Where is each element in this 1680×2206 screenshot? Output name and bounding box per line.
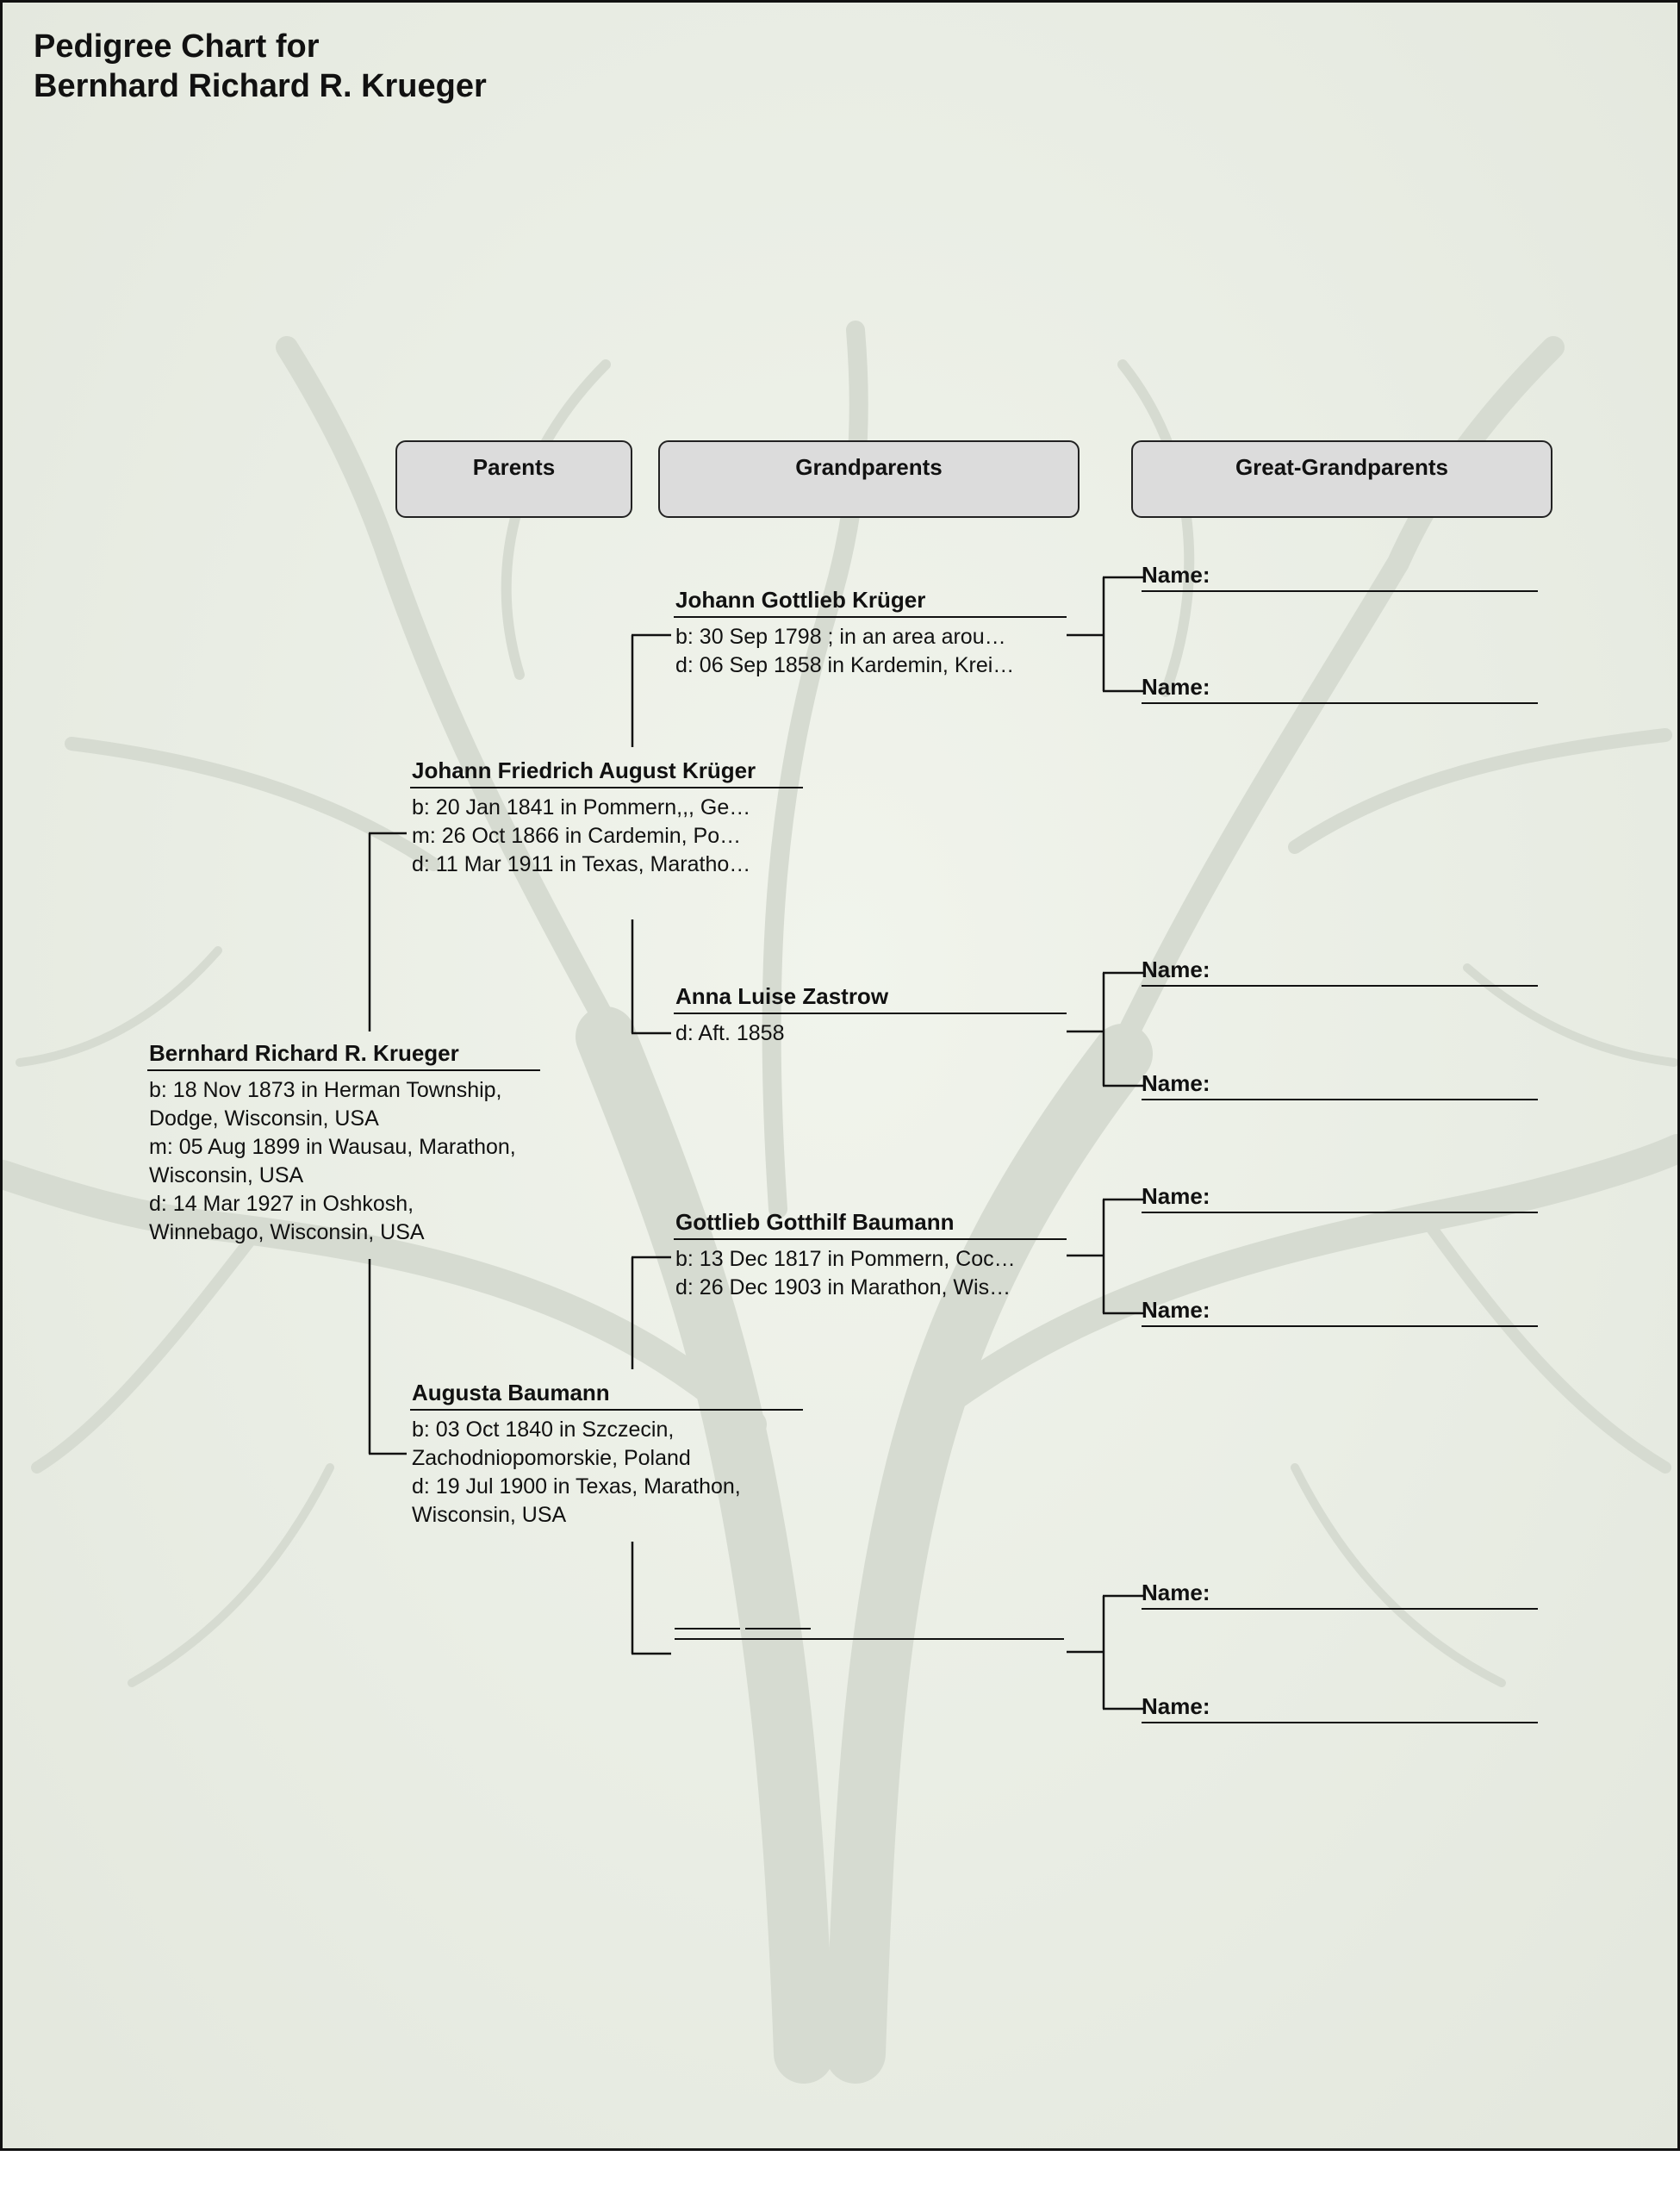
great-grandparents-column-header: Great-Grandparents (1131, 440, 1552, 518)
chart-title-line-2: Bernhard Richard R. Krueger (34, 68, 487, 104)
parents-column-header: Parents (395, 440, 632, 518)
person-father-marriage: m: 26 Oct 1866 in Cardemin, Po… (412, 824, 742, 848)
blank-name-mark (745, 1628, 811, 1630)
person-paternal-grandfather[interactable]: Johann Gottlieb Krüger b: 30 Sep 1798 ; … (674, 585, 1067, 680)
person-maternal-grandmother-blank[interactable] (675, 1612, 1064, 1640)
person-mother[interactable]: Augusta Baumann b: 03 Oct 1840 in Szczec… (410, 1378, 803, 1530)
person-paternal-grandmother[interactable]: Anna Luise Zastrow d: Aft. 1858 (674, 981, 1067, 1048)
great-grandparent-slot-6[interactable]: Name: (1142, 1296, 1538, 1327)
person-father-death: d: 11 Mar 1911 in Texas, Maratho… (412, 852, 751, 876)
person-paternal-grandfather-birth: b: 30 Sep 1798 ; in an area arou… (675, 625, 1006, 649)
person-paternal-grandmother-facts: d: Aft. 1858 (674, 1014, 1063, 1048)
great-grandparent-slot-2[interactable]: Name: (1142, 673, 1538, 704)
person-mother-facts: b: 03 Oct 1840 in Szczecin, Zachodniopom… (410, 1411, 795, 1530)
person-root-birth: b: 18 Nov 1873 in Herman Township, Dodge… (149, 1078, 502, 1131)
person-maternal-grandfather-name: Gottlieb Gotthilf Baumann (674, 1207, 1067, 1240)
person-maternal-grandfather-birth: b: 13 Dec 1817 in Pommern, Coc… (675, 1247, 1016, 1271)
person-paternal-grandmother-death: d: Aft. 1858 (675, 1021, 785, 1045)
blank-name-mark (675, 1628, 740, 1630)
person-root-death: d: 14 Mar 1927 in Oshkosh, Winnebago, Wi… (149, 1192, 425, 1244)
person-father-birth: b: 20 Jan 1841 in Pommern,,, Ge… (412, 795, 751, 819)
person-father[interactable]: Johann Friedrich August Krüger b: 20 Jan… (410, 756, 803, 879)
great-grandparent-slot-4[interactable]: Name: (1142, 1069, 1538, 1100)
great-grandparent-slot-3[interactable]: Name: (1142, 956, 1538, 987)
person-father-facts: b: 20 Jan 1841 in Pommern,,, Ge… m: 26 O… (410, 788, 800, 879)
person-root-facts: b: 18 Nov 1873 in Herman Township, Dodge… (147, 1071, 528, 1247)
chart-title: Pedigree Chart for Bernhard Richard R. K… (34, 27, 487, 106)
person-paternal-grandmother-name: Anna Luise Zastrow (674, 981, 1067, 1014)
grandparents-column-header: Grandparents (658, 440, 1080, 518)
person-mother-death: d: 19 Jul 1900 in Texas, Marathon, Wisco… (412, 1474, 741, 1527)
person-paternal-grandfather-name: Johann Gottlieb Krüger (674, 585, 1067, 618)
pedigree-connector-lines (368, 576, 1144, 1711)
great-grandparent-slot-1[interactable]: Name: (1142, 561, 1538, 592)
person-paternal-grandfather-facts: b: 30 Sep 1798 ; in an area arou… d: 06 … (674, 618, 1063, 680)
person-root[interactable]: Bernhard Richard R. Krueger b: 18 Nov 18… (147, 1038, 540, 1247)
person-root-marriage: m: 05 Aug 1899 in Wausau, Marathon, Wisc… (149, 1135, 516, 1187)
person-root-name: Bernhard Richard R. Krueger (147, 1038, 540, 1071)
pedigree-chart-page: Pedigree Chart for Bernhard Richard R. K… (0, 0, 1680, 2151)
person-father-name: Johann Friedrich August Krüger (410, 756, 803, 788)
person-maternal-grandfather-death: d: 26 Dec 1903 in Marathon, Wis… (675, 1275, 1011, 1299)
person-mother-birth: b: 03 Oct 1840 in Szczecin, Zachodniopom… (412, 1418, 691, 1470)
chart-title-line-1: Pedigree Chart for (34, 28, 320, 65)
person-mother-name: Augusta Baumann (410, 1378, 803, 1411)
person-maternal-grandfather[interactable]: Gottlieb Gotthilf Baumann b: 13 Dec 1817… (674, 1207, 1067, 1302)
great-grandparent-slot-5[interactable]: Name: (1142, 1182, 1538, 1213)
great-grandparent-slot-7[interactable]: Name: (1142, 1579, 1538, 1610)
great-grandparent-slot-8[interactable]: Name: (1142, 1692, 1538, 1723)
person-paternal-grandfather-death: d: 06 Sep 1858 in Kardemin, Krei… (675, 653, 1015, 677)
person-maternal-grandfather-facts: b: 13 Dec 1817 in Pommern, Coc… d: 26 De… (674, 1240, 1063, 1302)
